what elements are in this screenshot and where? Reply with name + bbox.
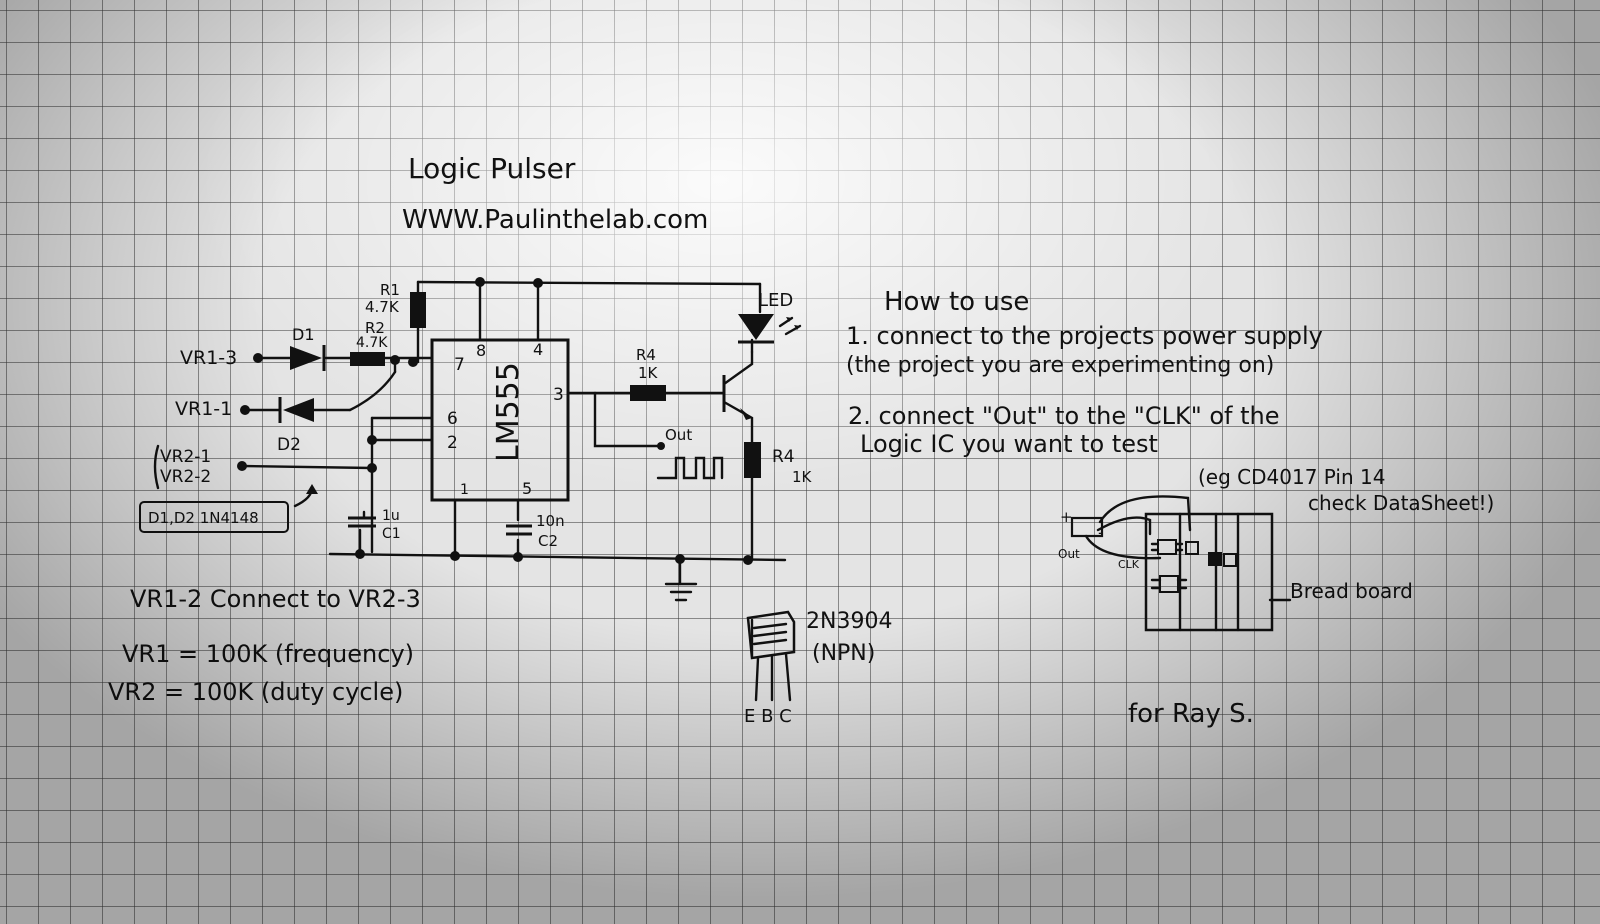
instructions-step2d: check DataSheet!) <box>1308 491 1494 515</box>
breadboard-label: Bread board <box>1290 579 1413 603</box>
pin-4: 4 <box>533 340 543 359</box>
terminal-vr1-1 <box>240 405 250 415</box>
transistor-pins: E B C <box>744 706 792 727</box>
note-vr2: VR2 = 100K (duty cycle) <box>108 678 403 706</box>
diode-d2 <box>283 398 314 422</box>
title-website: WWW.Paulinthelab.com <box>402 205 708 235</box>
c2-label: C2 <box>538 532 558 550</box>
terminal-vr2 <box>237 461 247 471</box>
pin-6: 6 <box>447 409 458 429</box>
note-connect: VR1-2 Connect to VR2-3 <box>130 585 421 613</box>
r4b-value: 1K <box>792 468 813 486</box>
instructions-step2a: 2. connect "Out" to the "CLK" of the <box>848 402 1280 430</box>
vr2-1-label: VR2-1 <box>160 447 211 467</box>
transistor-part: 2N3904 <box>806 609 892 634</box>
instructions-step1b: (the project you are experimenting on) <box>846 353 1274 378</box>
transistor-type: (NPN) <box>812 641 875 666</box>
vr1-1-label: VR1-1 <box>175 398 232 420</box>
vr2-2-label: VR2-2 <box>160 467 211 487</box>
r1-label: R1 <box>380 281 400 299</box>
resistor-r2 <box>350 352 385 366</box>
bb-minus: - <box>1098 523 1104 542</box>
resistor-r4-led <box>744 442 761 478</box>
vr1-3-label: VR1-3 <box>180 347 237 369</box>
r1-value: 4.7K <box>365 298 400 316</box>
bb-out: Out <box>1058 547 1080 561</box>
breadboard-sketch <box>1070 495 1292 632</box>
pin-1: 1 <box>460 482 469 498</box>
brace <box>153 444 160 490</box>
c1-label: C1 <box>382 526 401 542</box>
c2-value: 10n <box>536 512 565 530</box>
r4-label: R4 <box>636 346 656 364</box>
title-logic-pulser: Logic Pulser <box>408 152 576 185</box>
d2-label: D2 <box>277 435 301 455</box>
resistor-r4-base <box>630 385 666 401</box>
r2-label: R2 <box>365 319 385 337</box>
ic-name: LM555 <box>491 362 526 462</box>
note-vr1: VR1 = 100K (frequency) <box>122 640 414 668</box>
ic-lm555 <box>430 338 570 502</box>
terminal-vr1-3 <box>253 353 263 363</box>
instructions-heading: How to use <box>884 287 1029 317</box>
led-label: LED <box>758 290 793 311</box>
r4-value: 1K <box>638 364 659 382</box>
diodes-note: D1,D2 1N4148 <box>148 509 259 527</box>
bb-clk: CLK <box>1118 558 1140 571</box>
led-symbol <box>738 314 774 340</box>
diode-d1 <box>290 346 322 370</box>
resistor-r1 <box>410 292 426 328</box>
out-label: Out <box>665 426 692 444</box>
pin-7: 7 <box>454 355 465 375</box>
transistor-package-drawing <box>746 610 796 702</box>
dedication: for Ray S. <box>1128 699 1254 729</box>
pin-3: 3 <box>553 385 564 405</box>
c1-value: 1u <box>382 508 400 524</box>
pin-8: 8 <box>476 341 486 360</box>
pin-2: 2 <box>447 433 458 453</box>
r4b-label: R4 <box>772 447 795 467</box>
r2-value: 4.7K <box>356 335 388 351</box>
circuit-wires <box>240 277 787 602</box>
bb-plus: + <box>1060 508 1073 526</box>
instructions-step2b: Logic IC you want to test <box>860 430 1158 458</box>
instructions-step2c: (eg CD4017 Pin 14 <box>1198 465 1385 489</box>
diodes-note-box <box>139 501 289 533</box>
d1-label: D1 <box>292 325 315 344</box>
pin-5: 5 <box>522 479 532 498</box>
instructions-step1a: 1. connect to the projects power supply <box>846 322 1323 350</box>
